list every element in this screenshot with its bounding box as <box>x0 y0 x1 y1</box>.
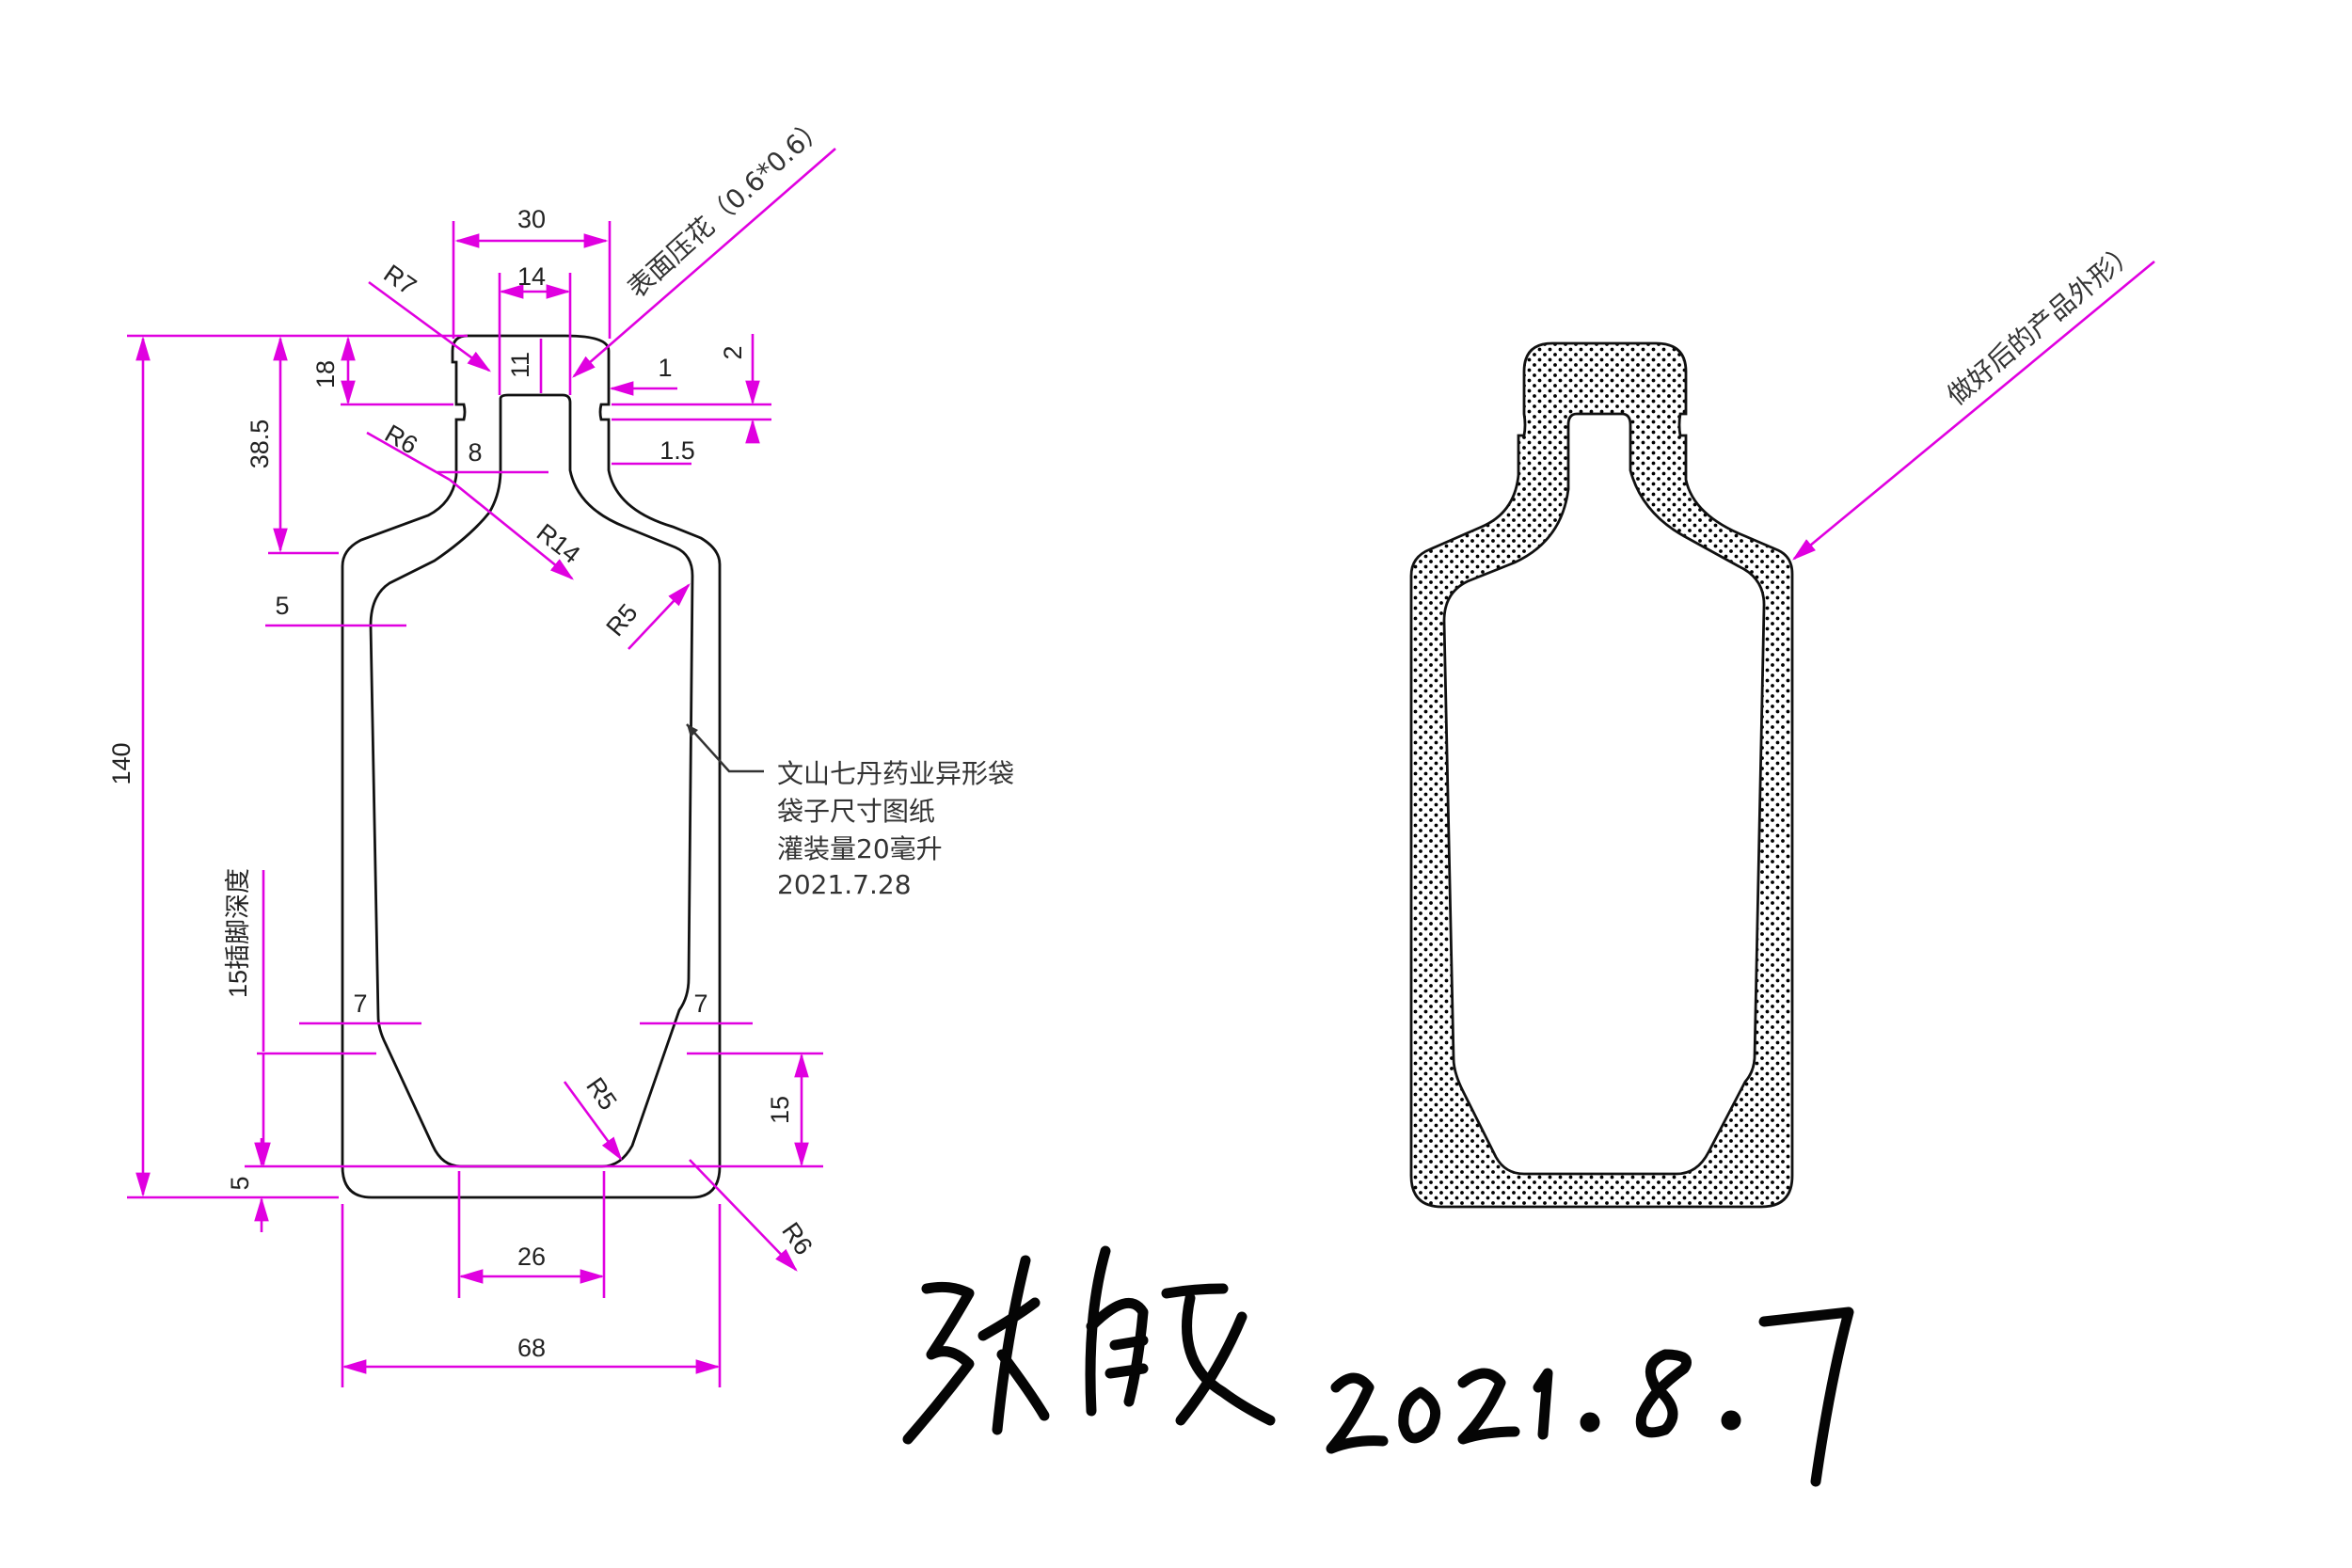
emboss-label: 表面压花（0.6*0.6） <box>622 110 833 304</box>
dim-label-r6-top: R6 <box>380 420 422 460</box>
leader-r14 <box>449 478 575 580</box>
bag-outer-outline <box>341 334 722 1199</box>
dim-label-r14: R14 <box>532 518 586 569</box>
dim-label-r6-bottom: R6 <box>776 1217 818 1259</box>
note-line-4: 2021.7.28 <box>777 869 912 900</box>
note-line-2: 袋子尺寸图纸 <box>777 796 935 827</box>
leader-r7 <box>368 280 492 372</box>
dim-label-8: 8 <box>468 438 482 467</box>
dim-label-5-top: 5 <box>275 592 289 620</box>
dim-label-26: 26 <box>517 1243 546 1271</box>
product-seal-area <box>1409 341 1794 1209</box>
leader-emboss <box>572 148 836 378</box>
dim-label-30: 30 <box>517 205 546 233</box>
leader-r6-bottom <box>689 1159 798 1272</box>
dim-label-r5-bottom: R5 <box>580 1072 622 1115</box>
dimension-labels: 30 14 R7 11 18 1 2 38.5 R6 8 1.5 R14 R5 … <box>107 205 818 1362</box>
dim-label-15: 15 <box>766 1096 794 1124</box>
dim-label-7-right: 7 <box>693 990 707 1018</box>
dim-label-140: 140 <box>107 742 135 784</box>
extension-lines <box>127 221 823 1387</box>
note-leader <box>686 723 764 773</box>
dim-label-1-5: 1.5 <box>660 436 695 465</box>
note-line-3: 灌装量20毫升 <box>777 833 943 864</box>
product-leader <box>1791 260 2155 561</box>
dim-label-14: 14 <box>517 262 546 291</box>
dim-label-68: 68 <box>517 1334 546 1362</box>
finished-product-drawing: 做好后的产品外形） <box>1409 235 2155 1209</box>
dim-label-insert-depth: 15插脚深度 <box>224 868 252 998</box>
leader-r5-bottom <box>563 1081 623 1162</box>
note-line-1: 文山七丹药业异形袋 <box>777 758 1014 789</box>
product-shape-label: 做好后的产品外形） <box>1941 235 2142 411</box>
dim-label-2: 2 <box>719 345 747 359</box>
dim-label-18: 18 <box>311 360 340 388</box>
dim-label-5-bottom: 5 <box>226 1176 254 1190</box>
bag-dimension-drawing: 30 14 R7 11 18 1 2 38.5 R6 8 1.5 R14 R5 … <box>107 110 1014 1387</box>
dim-label-7-left: 7 <box>353 990 367 1018</box>
handwritten-signature <box>902 1245 1854 1487</box>
bag-inner-outline <box>369 393 694 1168</box>
dim-label-38-5: 38.5 <box>246 420 274 469</box>
leader-r5-shoulder <box>628 583 691 650</box>
drawing-note: 文山七丹药业异形袋 袋子尺寸图纸 灌装量20毫升 2021.7.28 <box>686 723 1014 900</box>
dimension-lines <box>135 148 836 1374</box>
dim-label-r5-shoulder: R5 <box>601 598 644 641</box>
dim-label-1: 1 <box>658 354 672 382</box>
leader-r6-top <box>366 431 451 482</box>
dim-label-11: 11 <box>506 352 534 378</box>
